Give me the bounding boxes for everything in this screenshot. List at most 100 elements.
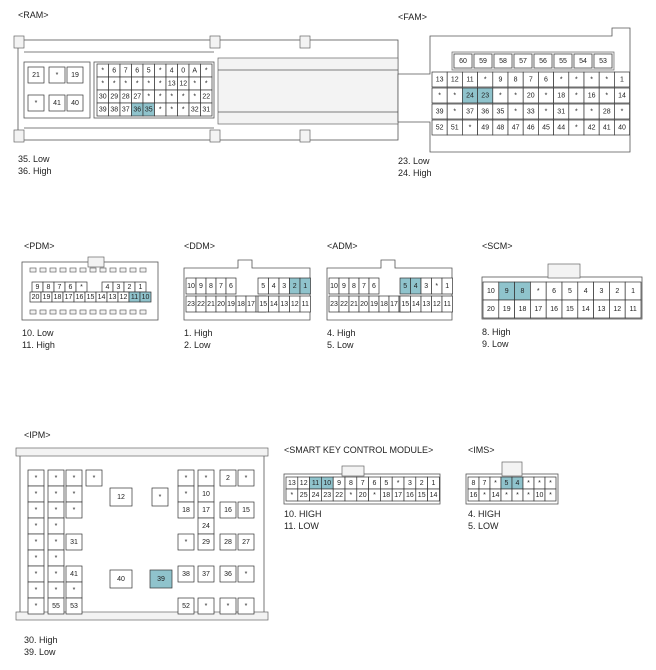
ipm-right-pin-cell [219,533,237,551]
fam-pin-label: * [575,109,578,116]
fam-pin-label: * [621,109,624,116]
fam-pin-label: * [438,93,441,100]
pdm-tooth-bottom [89,309,97,315]
fam-pin-label: 42 [588,125,596,132]
ipm-mid-pin-cell [149,569,173,589]
fam-pin-label: * [605,77,608,84]
scm-pin-label: 17 [534,306,542,313]
ipm-left-pin-cell [65,501,83,519]
ipm-right-pin-cell [237,565,255,583]
ipm-right-pin-label: * [245,571,248,578]
ipm-left-pin-label: * [35,587,38,594]
ipm-left-pin-cell [47,597,65,615]
ipm-title: <IPM> [24,430,51,440]
pdm-pin-label: 18 [54,294,62,301]
ims-pin-label: 10 [536,492,544,499]
fam-pin-label: 33 [527,109,535,116]
ram-inner-pin-cell [48,94,66,112]
fam-pin-label: 11 [466,77,473,84]
adm-pin-cell [441,295,453,313]
adm-pin-label: 15 [401,301,409,308]
skcm-pin-label: 9 [337,480,341,487]
pdm-pin-label: 12 [120,294,128,301]
fam-pin-label: 49 [481,125,489,132]
ims-pin-label: * [516,492,519,499]
fam-pin-label: * [484,77,487,84]
pdm-pin-label: 3 [117,284,121,291]
ddm-notes: 1. High 2. Low [184,327,213,351]
ipm-right-pin-cell [177,597,195,615]
pdm-tooth-bottom [129,309,137,315]
scm-latch [547,263,581,279]
adm-pin-label: 7 [362,283,366,290]
ipm-left-pin-label: * [35,523,38,530]
ddm-pin-label: 15 [259,301,267,308]
fam-note-1: 23. Low [398,156,430,166]
adm-pin-label: 9 [342,283,346,290]
skcm-title: <SMART KEY CONTROL MODULE> [284,445,434,455]
ddm-note-1: 1. High [184,328,213,338]
ims-pin-label: 16 [470,492,478,499]
skcm-pin-label: 3 [408,480,412,487]
adm-pin-label: 18 [380,301,388,308]
fam-pin-cell [614,103,630,120]
fam-pin-label: 23 [481,93,489,100]
ram-latch-bl [13,129,25,143]
ram-inner-pin-label: * [35,100,38,107]
fam-pin-label: 16 [588,93,596,100]
adm-pin-label: 5 [403,283,407,290]
ram-pin-cell [200,102,213,117]
ipm-right-pin-label: 18 [182,507,190,514]
pdm-tooth-top [129,267,137,273]
scm-pin-label: 4 [584,288,588,295]
ipm-left-pin-label: * [55,523,58,530]
fam-pin-label: * [514,93,517,100]
pdm-tooth-bottom [39,309,47,315]
ram-pin-label: 36 [133,107,141,114]
skcm-pin-label: 10 [323,480,331,487]
ipm-right-pin-label: 37 [202,571,210,578]
scm-pin-label: * [537,288,540,295]
scm-pin-label: 11 [629,306,636,313]
ims-pin-label: * [527,480,530,487]
fam-pin-label: * [514,109,517,116]
ram-pin-label: * [182,94,185,101]
pdm-title: <PDM> [24,241,55,251]
scm-pin-cell [624,299,642,319]
ims-notes: 4. HIGH 5. LOW [468,508,501,532]
ram-pin-label: * [170,107,173,114]
fam-pin-label: * [590,109,593,116]
fam-pin-label: 37 [466,109,474,116]
ipm-notes: 30. High 39. Low [24,634,58,658]
fam-pin-label: * [590,77,593,84]
ipm-right-pin-label: 38 [182,571,190,578]
adm-notes: 4. High 5. Low [327,327,356,351]
ram-note-1: 35. Low [18,154,50,164]
pdm-tooth-top [69,267,77,273]
skcm-pin-label: 18 [382,492,390,499]
fam-top-pin-cell [573,53,593,69]
scm-pin-label: 9 [505,288,509,295]
ram-pin-label: 27 [133,94,141,101]
ram-inner-pin-cell [66,66,84,84]
skcm-note-2: 11. LOW [284,521,319,531]
fam-pin-label: 12 [451,77,459,84]
ddm-pin-label: 8 [209,283,213,290]
ims-pin-label: * [527,492,530,499]
pdm-pin-label: 9 [36,284,40,291]
ipm-right-pin-cell [219,565,237,583]
pdm-tooth-top [119,267,127,273]
ram-pin-label: A [192,68,197,75]
fam-pin-label: * [469,125,472,132]
ipm-left-pin-label: * [73,491,76,498]
fam-top-pin-label: 57 [519,58,527,65]
adm-note-1: 4. High [327,328,356,338]
ipm-right-pin-cell [219,501,237,519]
fam-pin-label: * [575,93,578,100]
pdm-tooth-top [79,267,87,273]
ram-pin-label: 31 [202,107,210,114]
scm-pin-label: 13 [598,306,606,313]
scm-pin-label: 18 [519,306,527,313]
ipm-left-pin-label: * [55,587,58,594]
